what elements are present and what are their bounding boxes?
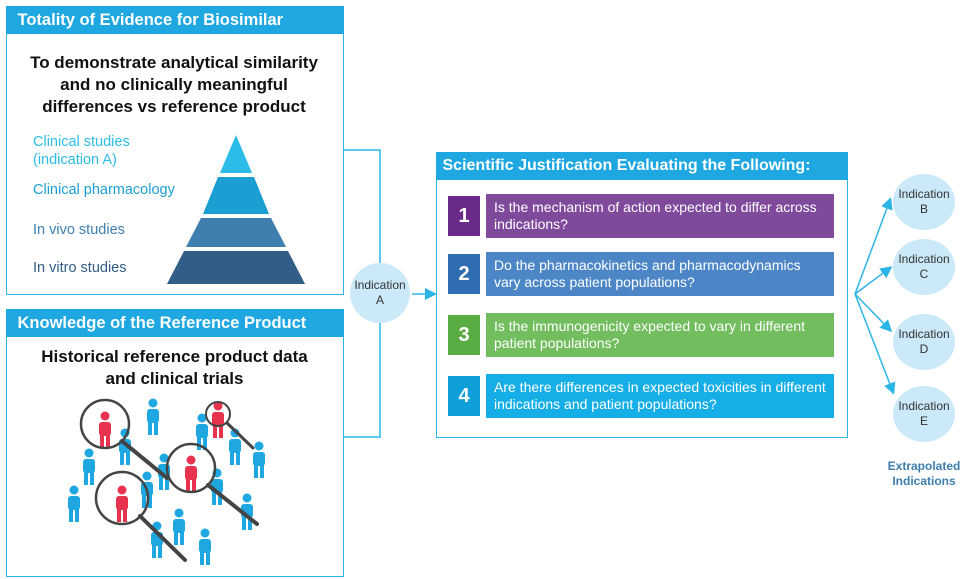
highlighted-person-icon <box>185 455 197 492</box>
pyramid-label-in-vivo: In vivo studies <box>33 222 125 238</box>
question-text-3: Is the immunogenicity expected to vary i… <box>486 313 834 357</box>
arrow-to-indication-d <box>854 293 893 333</box>
highlighted-person-icon <box>99 411 111 448</box>
person-icon <box>253 441 265 478</box>
magnifier-icon <box>165 442 217 494</box>
indication-a-letter: A <box>375 293 384 307</box>
magnifier-icon <box>94 470 150 526</box>
arrow-to-indication-e <box>854 293 896 395</box>
indication-e-letter: E <box>919 414 928 428</box>
indication-c-letter: C <box>919 267 929 281</box>
question-text-2: Do the pharmacokinetics and pharmacodyna… <box>486 252 834 296</box>
totality-subtitle: To demonstrate analytical similarity and… <box>30 53 318 116</box>
justification-title: Scientific Justification Evaluating the … <box>435 151 848 180</box>
indication-b-circle: Indication B <box>893 174 955 230</box>
indication-d-label: Indication <box>898 327 950 341</box>
indication-a-circle: Indication A <box>350 263 410 323</box>
pyramid-tier-in-vivo <box>186 218 286 247</box>
indication-e-label: Indication <box>898 399 950 413</box>
person-icon <box>83 448 95 485</box>
totality-title: Totality of Evidence for Biosimilar <box>5 5 344 34</box>
indication-b-label: Indication <box>898 187 950 201</box>
person-icon <box>199 528 211 565</box>
indication-d-letter: D <box>919 342 929 356</box>
knowledge-subtitle: Historical reference product data and cl… <box>41 347 308 388</box>
pyramid-tier-clinical-pharmacology <box>203 177 269 214</box>
person-icon <box>147 398 159 435</box>
knowledge-panel: Knowledge of the Reference Product Histo… <box>5 308 344 577</box>
highlighted-person-icon <box>116 485 128 522</box>
knowledge-title: Knowledge of the Reference Product <box>5 308 344 337</box>
extrapolated-caption-line1: Extrapolated <box>887 459 961 473</box>
indication-c-circle: Indication C <box>893 239 955 295</box>
indication-d-circle: Indication D <box>893 314 955 370</box>
person-icon <box>68 485 80 522</box>
evidence-pyramid <box>167 135 305 284</box>
pyramid-tier-in-vitro <box>167 251 305 284</box>
question-text-4: Are there differences in expected toxici… <box>486 374 834 418</box>
pyramid-label-in-vitro: In vitro studies <box>33 260 127 276</box>
indication-c-label: Indication <box>898 252 950 266</box>
extrapolated-caption-line2: Indications <box>892 474 956 488</box>
question-number-2: 2 <box>448 254 480 294</box>
question-number-3: 3 <box>448 315 480 355</box>
pyramid-label-clinical-studies: Clinical studies (indication A) <box>33 134 130 168</box>
people-magnifier-illustration <box>68 398 265 565</box>
magnifier-icon <box>79 398 131 450</box>
indication-b-letter: B <box>919 202 928 216</box>
pyramid-tier-clinical-studies <box>220 135 252 173</box>
arrow-to-indication-c <box>854 266 893 295</box>
highlighted-person-icon <box>212 401 224 438</box>
magnifier-icon <box>205 401 231 427</box>
totality-panel: Totality of Evidence for Biosimilar To d… <box>5 5 344 295</box>
question-number-4: 4 <box>448 376 480 416</box>
extrapolated-caption: Extrapolated Indications <box>885 459 963 489</box>
question-number-1: 1 <box>448 196 480 236</box>
arrow-to-indication-b <box>854 197 893 295</box>
person-icon <box>173 508 185 545</box>
pyramid-label-clinical-pharmacology: Clinical pharmacology <box>33 182 175 198</box>
question-text-1: Is the mechanism of action expected to d… <box>486 194 834 238</box>
indication-a-label: Indication <box>354 278 406 292</box>
indication-e-circle: Indication E <box>893 386 955 442</box>
